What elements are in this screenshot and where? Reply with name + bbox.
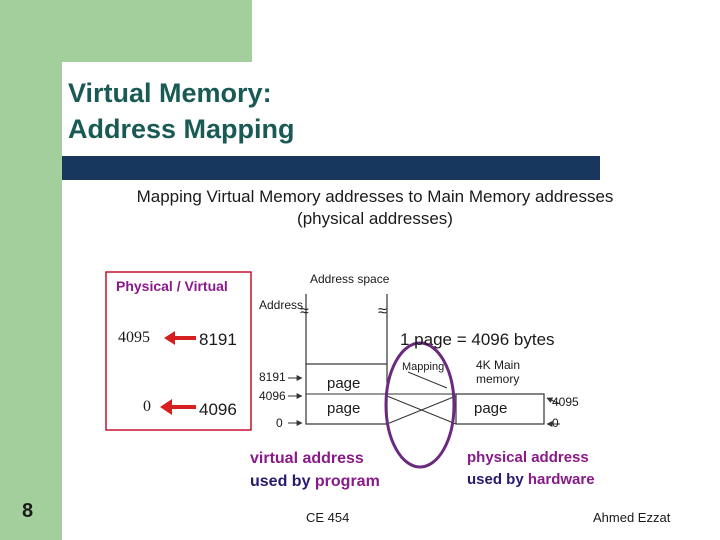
subtitle-line2: (physical addresses) xyxy=(297,209,453,228)
red-arrow-bottom xyxy=(160,399,196,415)
tick-label-phys-0: 0 xyxy=(552,416,559,430)
physical-top-value: 4095 xyxy=(118,329,150,346)
virtual-bottom-value: 4096 xyxy=(199,400,237,419)
footer-author: Ahmed Ezzat xyxy=(593,510,671,525)
footer-course: CE 454 xyxy=(306,510,350,525)
mapping-highlight-circle xyxy=(384,341,456,469)
slide-title-line2: Address Mapping xyxy=(68,114,295,144)
decorative-green-left-bar xyxy=(0,0,62,540)
main-memory-line2: memory xyxy=(476,372,520,386)
physical-virtual-header: Physical / Virtual xyxy=(116,278,228,294)
title-underline-bar xyxy=(62,156,600,180)
physical-page-box xyxy=(455,393,545,425)
virtual-usage-program: program xyxy=(314,473,380,490)
red-arrow-top xyxy=(164,331,196,345)
mapping-line-upper xyxy=(386,395,457,425)
main-memory-label: 4K Main memory xyxy=(476,358,520,386)
slide-title-line1: Virtual Memory: xyxy=(68,78,272,108)
address-label: Address xyxy=(259,298,304,312)
subtitle-line1: Mapping Virtual Memory addresses to Main… xyxy=(136,187,614,206)
virtual-page-upper-label: page xyxy=(327,375,361,392)
tick-label-phys-4095: 4095 xyxy=(552,395,579,409)
tick-label-0: 0 xyxy=(276,416,283,430)
physical-usage-caption: used by hardware xyxy=(467,472,595,487)
main-memory-line1: 4K Main xyxy=(476,358,521,372)
virtual-page-lower-label: page xyxy=(327,400,361,417)
tick-label-8191: 8191 xyxy=(259,370,286,384)
physical-address-caption: physical address xyxy=(467,449,589,466)
virtual-usage-caption: used by program xyxy=(250,474,380,490)
decorative-green-top-block xyxy=(62,0,252,62)
page-size-note: 1 page = 4096 bytes xyxy=(400,330,555,349)
mapping-pointer xyxy=(407,371,448,389)
physical-usage-hardware: hardware xyxy=(527,471,595,488)
address-break-right: ≈ xyxy=(378,303,387,320)
mapping-label: Mapping xyxy=(402,361,445,373)
virtual-top-value: 8191 xyxy=(199,330,237,349)
physical-page-label: page xyxy=(474,400,508,417)
tick-arrow-phys-4095 xyxy=(546,397,561,405)
slide-number: 8 xyxy=(22,500,34,522)
virtual-usage-prefix: used by xyxy=(250,473,315,490)
title-block xyxy=(62,62,720,156)
tick-label-4096: 4096 xyxy=(259,389,286,403)
physical-usage-prefix: used by xyxy=(467,471,528,488)
physical-bottom-value: 0 xyxy=(143,398,151,415)
address-break-left: ≈ xyxy=(300,303,309,320)
slide-subtitle: Mapping Virtual Memory addresses to Main… xyxy=(62,186,688,230)
address-space-label: Address space xyxy=(310,272,390,286)
virtual-address-caption: virtual address xyxy=(250,450,364,467)
physical-virtual-table-frame xyxy=(105,271,252,431)
